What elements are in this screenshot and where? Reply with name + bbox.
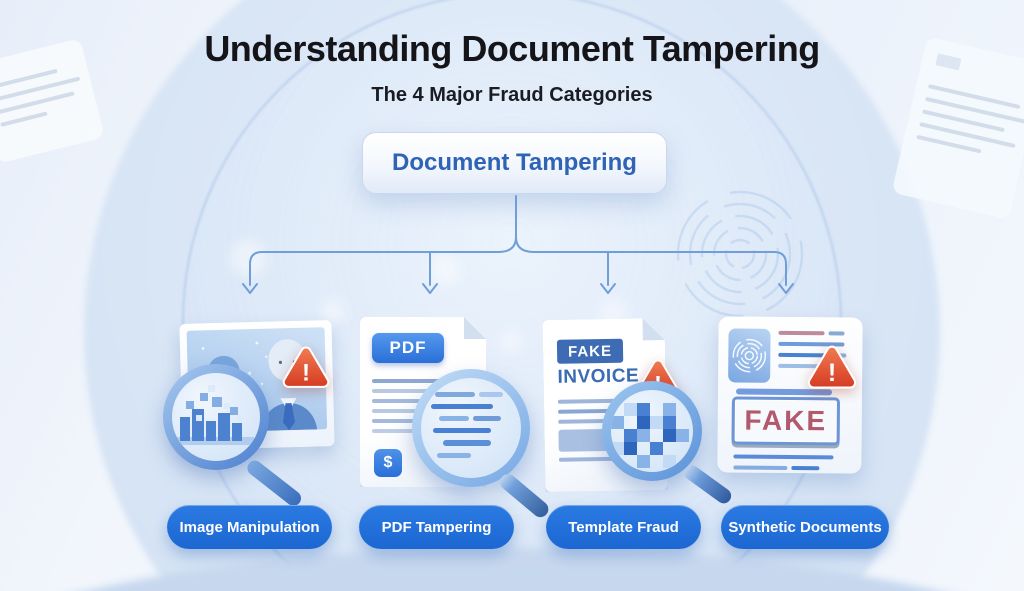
template-fraud-illustration: FAKE INVOICE !	[538, 311, 743, 521]
connector-branch-4	[533, 251, 787, 286]
category-pill-pdf-tampering: PDF Tampering	[359, 505, 514, 549]
text-line	[791, 466, 820, 471]
pixelated-image-icon	[176, 385, 254, 445]
magnifier-icon	[602, 381, 702, 481]
pill-label: Image Manipulation	[179, 518, 320, 536]
folded-corner	[642, 318, 664, 340]
tree-connector	[242, 195, 794, 294]
bokeh-dot	[320, 300, 344, 324]
fingerprint-texture	[676, 190, 804, 318]
warning-triangle-icon: !	[807, 345, 857, 389]
fingerprint-icon	[728, 328, 771, 383]
text-line	[919, 122, 1016, 149]
arrow-down-icon	[600, 283, 616, 294]
connector-branch-1	[249, 251, 499, 286]
text-line	[372, 429, 434, 433]
warning-triangle-icon: !	[282, 346, 330, 388]
pdf-badge: PDF	[372, 333, 444, 363]
dollar-badge: $	[374, 449, 402, 477]
document-text-lines	[733, 454, 834, 478]
connector-flare-left	[497, 236, 517, 253]
bokeh-dot	[230, 240, 266, 276]
arrow-down-icon	[778, 283, 794, 294]
folded-corner	[464, 317, 486, 339]
text-line	[372, 409, 442, 413]
magnifier-icon	[163, 364, 269, 470]
text-line	[733, 465, 788, 470]
bokeh-dot	[500, 330, 522, 352]
exclamation-mark: !	[828, 359, 836, 387]
arrow-down-icon	[242, 283, 258, 294]
magnifier-glass	[421, 378, 521, 478]
exclamation-mark: !	[302, 360, 310, 387]
bokeh-dot	[430, 255, 460, 285]
pill-label: Synthetic Documents	[728, 518, 882, 536]
pill-label: Template Fraud	[568, 518, 679, 536]
text-line	[778, 330, 825, 336]
magnifier-glass	[611, 390, 693, 472]
invoice-title: INVOICE	[557, 365, 640, 388]
magnifier-handle	[244, 457, 305, 509]
category-pill-template-fraud: Template Fraud	[546, 505, 701, 549]
page-title: Understanding Document Tampering	[204, 28, 820, 69]
category-pill-synthetic-documents: Synthetic Documents	[721, 505, 889, 549]
page-subtitle: The 4 Major Fraud Categories	[371, 84, 653, 106]
pill-label: PDF Tampering	[381, 518, 492, 536]
root-node: Document Tampering	[362, 132, 667, 194]
synthetic-document-card: FAKE	[717, 316, 863, 474]
connector-flare-right	[515, 236, 535, 253]
text-line	[828, 331, 845, 336]
text-line	[0, 111, 49, 127]
magnifier-glass	[172, 373, 260, 461]
pixelated-fragment-icon	[611, 403, 689, 468]
fake-badge: FAKE	[557, 339, 623, 364]
magnified-text-icon	[431, 392, 503, 458]
fake-stamp: FAKE	[731, 396, 840, 446]
text-line	[372, 379, 468, 383]
category-pill-image-manipulation: Image Manipulation	[167, 505, 332, 549]
image-manipulation-illustration: !	[163, 314, 348, 514]
magnifier-icon	[412, 369, 530, 487]
text-line	[372, 389, 460, 393]
text-line	[733, 454, 834, 460]
pdf-tampering-illustration: PDF $	[350, 311, 555, 521]
synthetic-documents-illustration: FAKE !	[710, 315, 895, 510]
root-node-label: Document Tampering	[392, 149, 637, 176]
arrow-down-icon	[422, 283, 438, 294]
